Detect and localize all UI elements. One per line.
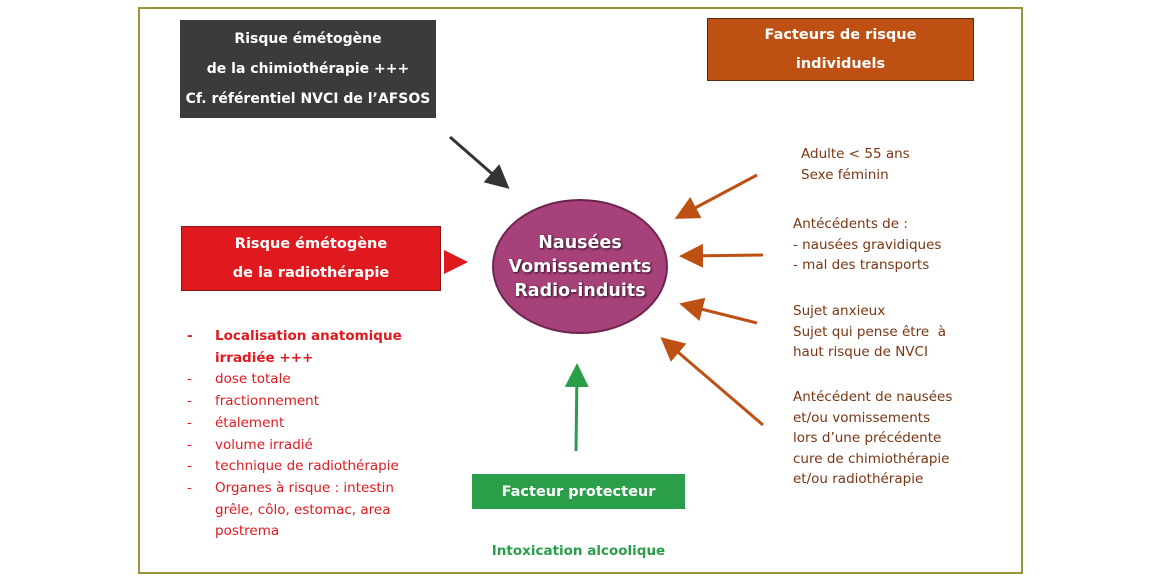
risk-factor-history: Antécédents de : - nausées gravidiques -… <box>793 214 941 276</box>
list-item: Organes à risque : intestin grêle, côlo,… <box>187 478 425 543</box>
risk-factor-anxiety: Sujet anxieux Sujet qui pense être à hau… <box>793 301 946 363</box>
radio-box-line: de la radiothérapie <box>232 264 390 281</box>
arrow-anxiety-to-center <box>679 297 758 325</box>
arrow-protective-to-center <box>564 363 589 452</box>
radio-box-line: Risque émétogène <box>234 235 388 252</box>
risk-factor-line: cure de chimiothérapie <box>793 450 950 467</box>
list-item: étalement <box>187 413 425 435</box>
list-item: dose totale <box>187 369 425 391</box>
center-line: Nausées <box>538 232 622 253</box>
chemo-box-line: Cf. référentiel NVCI de l’AFSOS <box>185 91 431 107</box>
individual-box-line: Facteurs de risque <box>764 26 917 43</box>
risk-factor-line: Sexe féminin <box>801 166 889 183</box>
arrow-chemo-to-center <box>449 135 510 189</box>
center-line: Radio-induits <box>514 280 646 301</box>
arrow-history-to-center <box>679 243 764 268</box>
risk-factor-line: Sujet qui pense être à <box>793 323 947 340</box>
list-item: technique de radiothérapie <box>187 456 425 478</box>
protective-factor-box: Facteur protecteur <box>472 474 685 509</box>
individual-box-line: individuels <box>795 55 886 72</box>
risk-factor-line: - nausées gravidiques <box>793 236 942 253</box>
arrow-prior-nausea-to-center <box>660 337 764 427</box>
chemo-emetogenic-risk-box: Risque émétogène de la chimiothérapie ++… <box>180 20 436 118</box>
risk-factor-age-sex: Adulte < 55 ans Sexe féminin <box>801 144 910 185</box>
protective-box-label: Facteur protecteur <box>501 483 656 500</box>
chemo-box-line: de la chimiothérapie +++ <box>206 61 410 77</box>
risk-factor-line: - mal des transports <box>793 257 930 273</box>
risk-factor-line: haut risque de NVCI <box>793 344 928 360</box>
risk-factor-line: Antécédent de nausées <box>793 389 953 405</box>
arrow-age-sex-to-center <box>674 173 758 219</box>
risk-factor-line: Sujet anxieux <box>793 303 886 319</box>
risk-factor-line: et/ou vomissements <box>793 409 931 426</box>
list-item: volume irradié <box>187 435 425 457</box>
center-line: Vomissements <box>508 256 652 277</box>
risk-factor-line: Antécédents de : <box>793 216 908 232</box>
list-item: Localisation anatomique irradiée +++ <box>187 326 425 369</box>
radio-emetogenic-risk-box: Risque émétogène de la radiothérapie <box>181 226 441 291</box>
radio-factors-list: Localisation anatomique irradiée +++ dos… <box>187 326 425 543</box>
individual-risk-factors-box: Facteurs de risque individuels <box>707 18 974 81</box>
list-item: fractionnement <box>187 391 425 413</box>
risk-factor-line: Adulte < 55 ans <box>801 146 910 162</box>
chemo-box-line: Risque émétogène <box>234 31 382 47</box>
risk-factor-prior-nausea: Antécédent de nausées et/ou vomissements… <box>793 387 952 490</box>
protective-factor-text: Intoxication alcoolique <box>491 543 666 559</box>
risk-factor-line: lors d’une précédente <box>793 430 942 446</box>
center-nausea-vomiting-ellipse: Nausées Vomissements Radio-induits <box>492 199 668 334</box>
risk-factor-line: et/ou radiothérapie <box>793 471 924 487</box>
diagram-frame <box>138 7 1023 574</box>
